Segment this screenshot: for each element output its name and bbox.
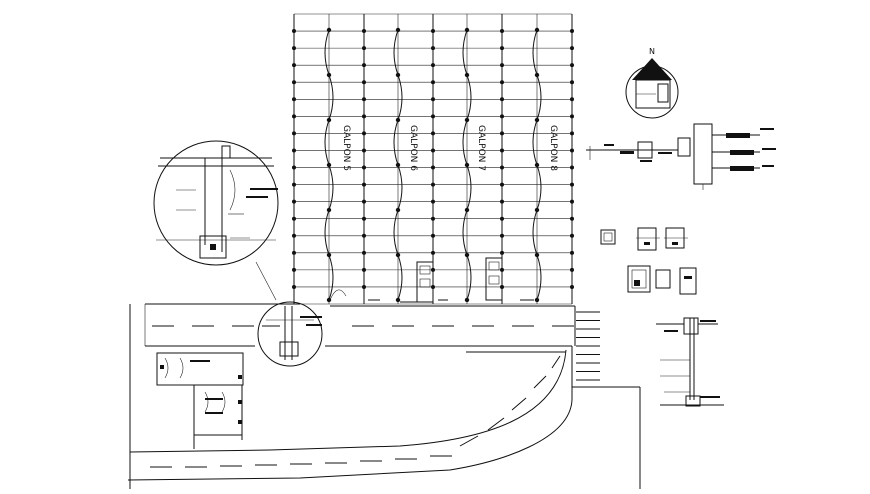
north-arrow: N [625,47,679,119]
north-label: N [649,47,655,56]
galpon-label-6: GALPON 6 [408,125,418,171]
pole-detail [656,317,724,407]
galpon-label-8: GALPON 8 [548,125,558,171]
galpon-labels: GALPON 5 GALPON 6 GALPON 7 GALPON 8 [341,125,558,171]
lower-left-buildings [156,352,244,449]
single-line-diagram [586,123,776,190]
detail-circle-large [153,140,279,301]
grid-panels [329,257,534,303]
symbol-details [600,227,697,295]
road [127,303,641,489]
galpon-label-5: GALPON 5 [341,125,351,171]
detail-circle-small [257,301,323,367]
galpon-label-7: GALPON 7 [476,125,486,171]
building-grid [292,13,574,305]
